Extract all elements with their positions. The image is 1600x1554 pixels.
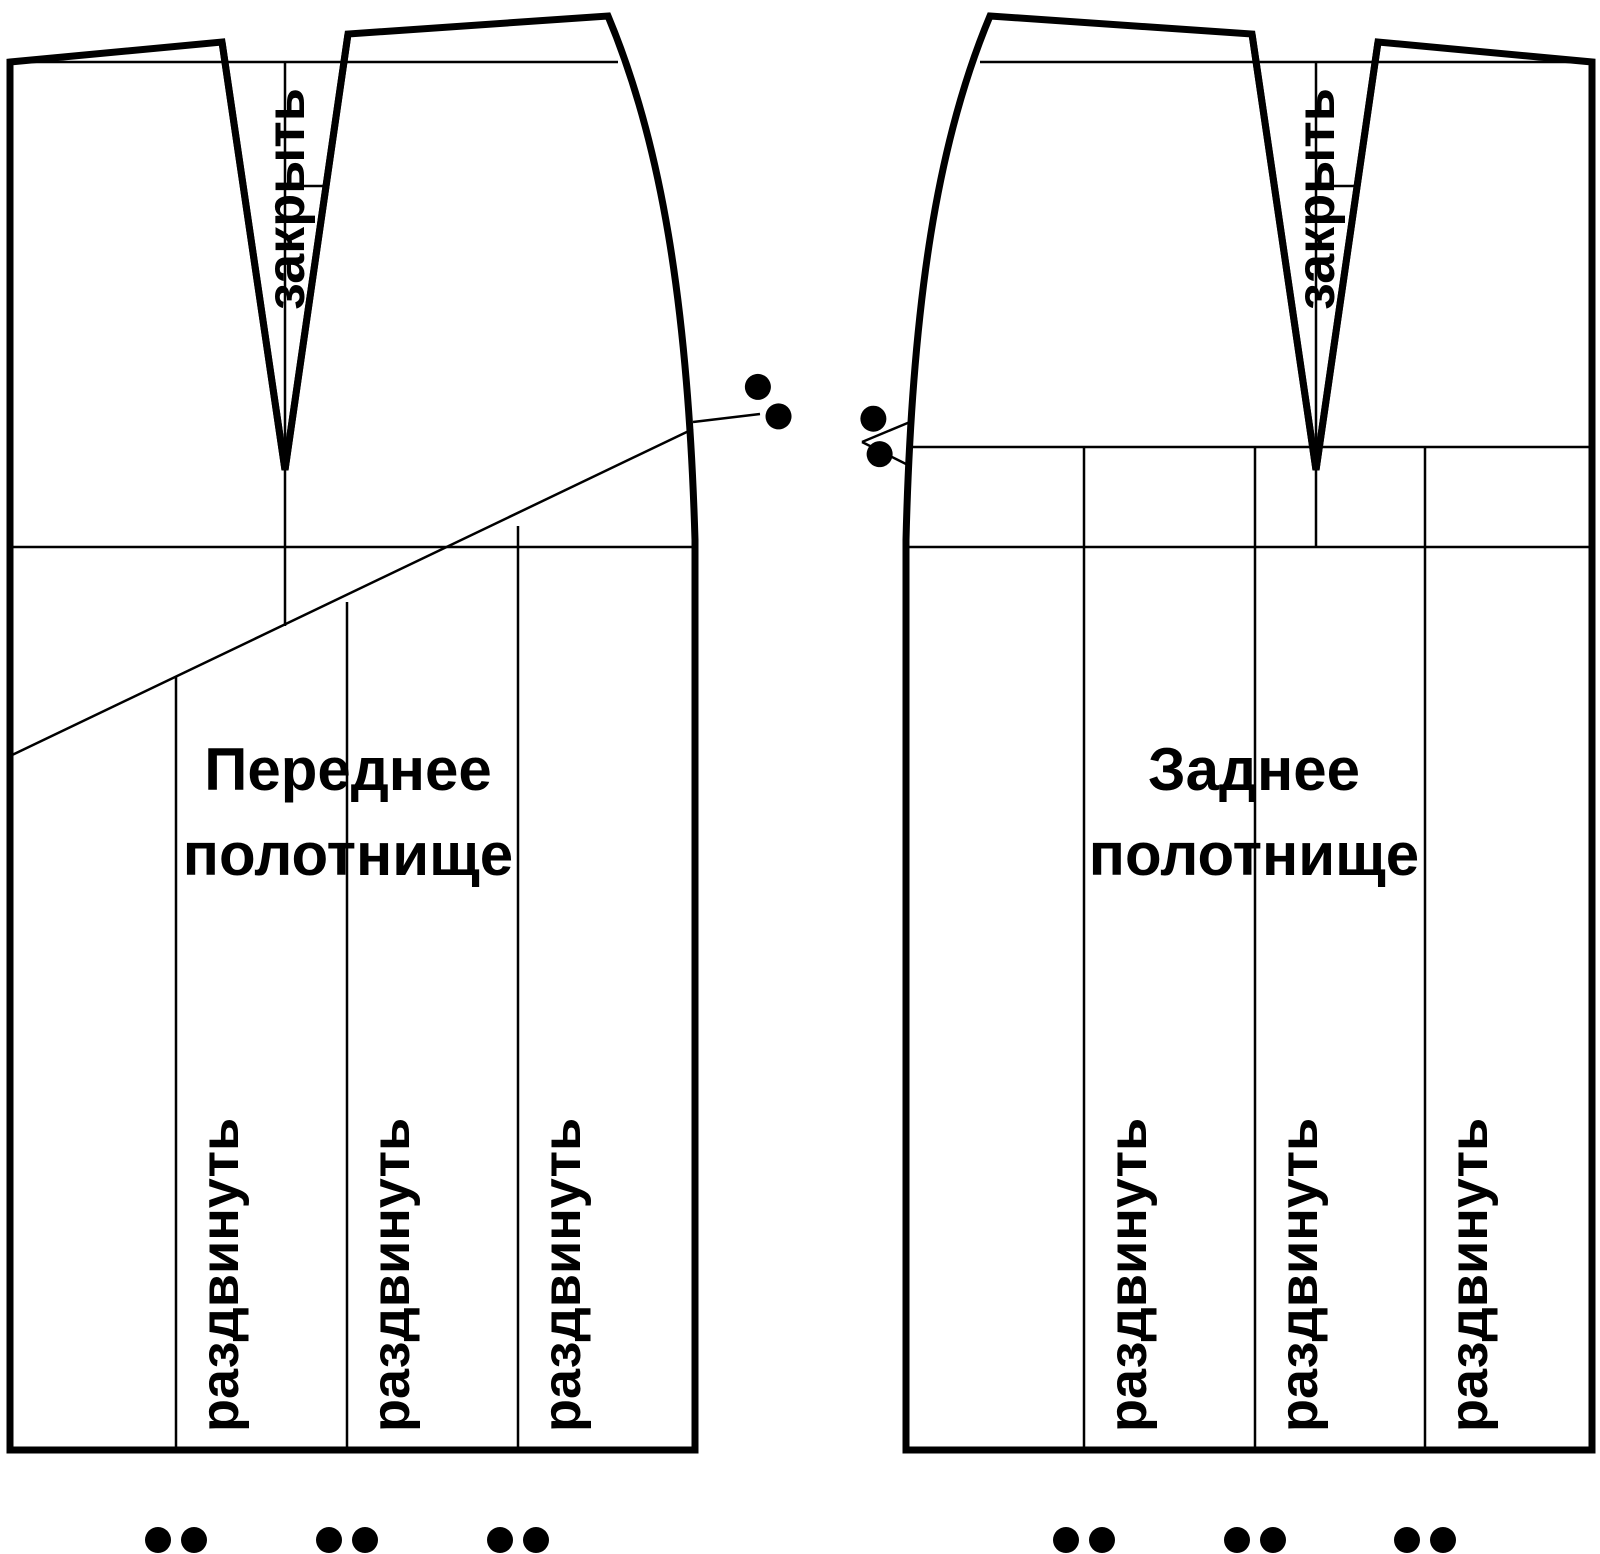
back-slash-label-3: раздвинуть: [1439, 1118, 1499, 1432]
scissors-icon: [145, 1460, 207, 1553]
back-dart-leg-left: [1248, 33, 1320, 471]
front-dart-label: закрыть: [256, 88, 316, 310]
front-panel-title-line2: полотнище: [183, 821, 513, 888]
scissors-icon: [316, 1460, 378, 1553]
back-slash-label-1: раздвинуть: [1098, 1118, 1158, 1432]
back-panel: Заднее полотнище закрыть раздвинуть разд…: [861, 12, 1596, 1454]
front-diagonal-cut-line: [9, 427, 694, 758]
front-panel: Переднее полотнище закрыть раздвинуть ра…: [6, 12, 761, 1454]
front-slash-label-1: раздвинуть: [190, 1118, 250, 1432]
back-panel-outline: [902, 12, 1596, 1454]
front-dart-leg-right: [281, 33, 352, 471]
front-slash-label-2: раздвинуть: [361, 1118, 421, 1432]
back-dart-leg-right: [1312, 41, 1382, 471]
scissors-icon: [1053, 1460, 1115, 1553]
back-dart-label: закрыть: [1286, 88, 1346, 310]
scissors-icon: [1224, 1460, 1286, 1553]
back-panel-title-line2: полотнище: [1089, 821, 1419, 888]
front-panel-title-line1: Переднее: [204, 736, 492, 803]
scissors-icon: [1394, 1460, 1456, 1553]
front-slash-label-3: раздвинуть: [532, 1118, 592, 1432]
back-cut-extension: [861, 420, 911, 444]
scissors-icon: [792, 403, 895, 481]
front-cut-extension: [692, 412, 761, 424]
front-panel-outline: [6, 12, 699, 1454]
back-slash-label-2: раздвинуть: [1269, 1118, 1329, 1432]
back-panel-title-line1: Заднее: [1148, 736, 1360, 803]
front-dart-leg-left: [218, 41, 289, 471]
scissors-icon: [487, 1460, 549, 1553]
